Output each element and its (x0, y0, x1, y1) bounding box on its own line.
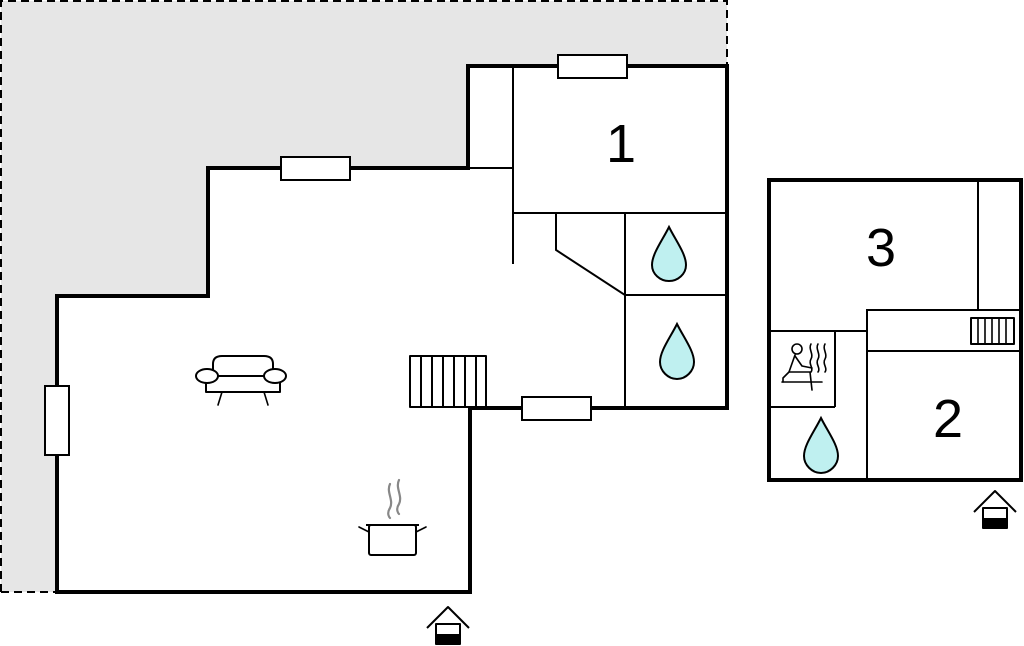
partition-bathroom-angled (555, 213, 626, 408)
sauna-icon (781, 343, 827, 391)
staircase-icon (409, 355, 487, 408)
water-drop-icon (658, 321, 696, 381)
terrace-fill (1, 1, 727, 592)
room-3-label: 3 (866, 218, 896, 278)
window-left-living (44, 385, 70, 456)
room-2-label: 2 (933, 389, 963, 449)
terrace-area (0, 0, 728, 593)
cooking-pot-icon (358, 478, 427, 556)
entrance-icon (973, 490, 1017, 529)
water-drop-icon (802, 415, 840, 475)
entrance-icon (426, 606, 470, 645)
main-building-outer-wall (55, 64, 729, 594)
terrace-border (0, 0, 728, 592)
window-bottom-hall (521, 396, 592, 421)
room-1-label: 1 (606, 114, 636, 174)
window-top-living (280, 156, 351, 181)
window-top-room-1 (557, 54, 628, 79)
main-building: 1 (44, 54, 729, 645)
annex-building: 3 2 (767, 178, 1023, 529)
water-drop-icon (650, 224, 688, 283)
sofa-icon (195, 355, 287, 406)
radiator-icon (970, 317, 1015, 345)
